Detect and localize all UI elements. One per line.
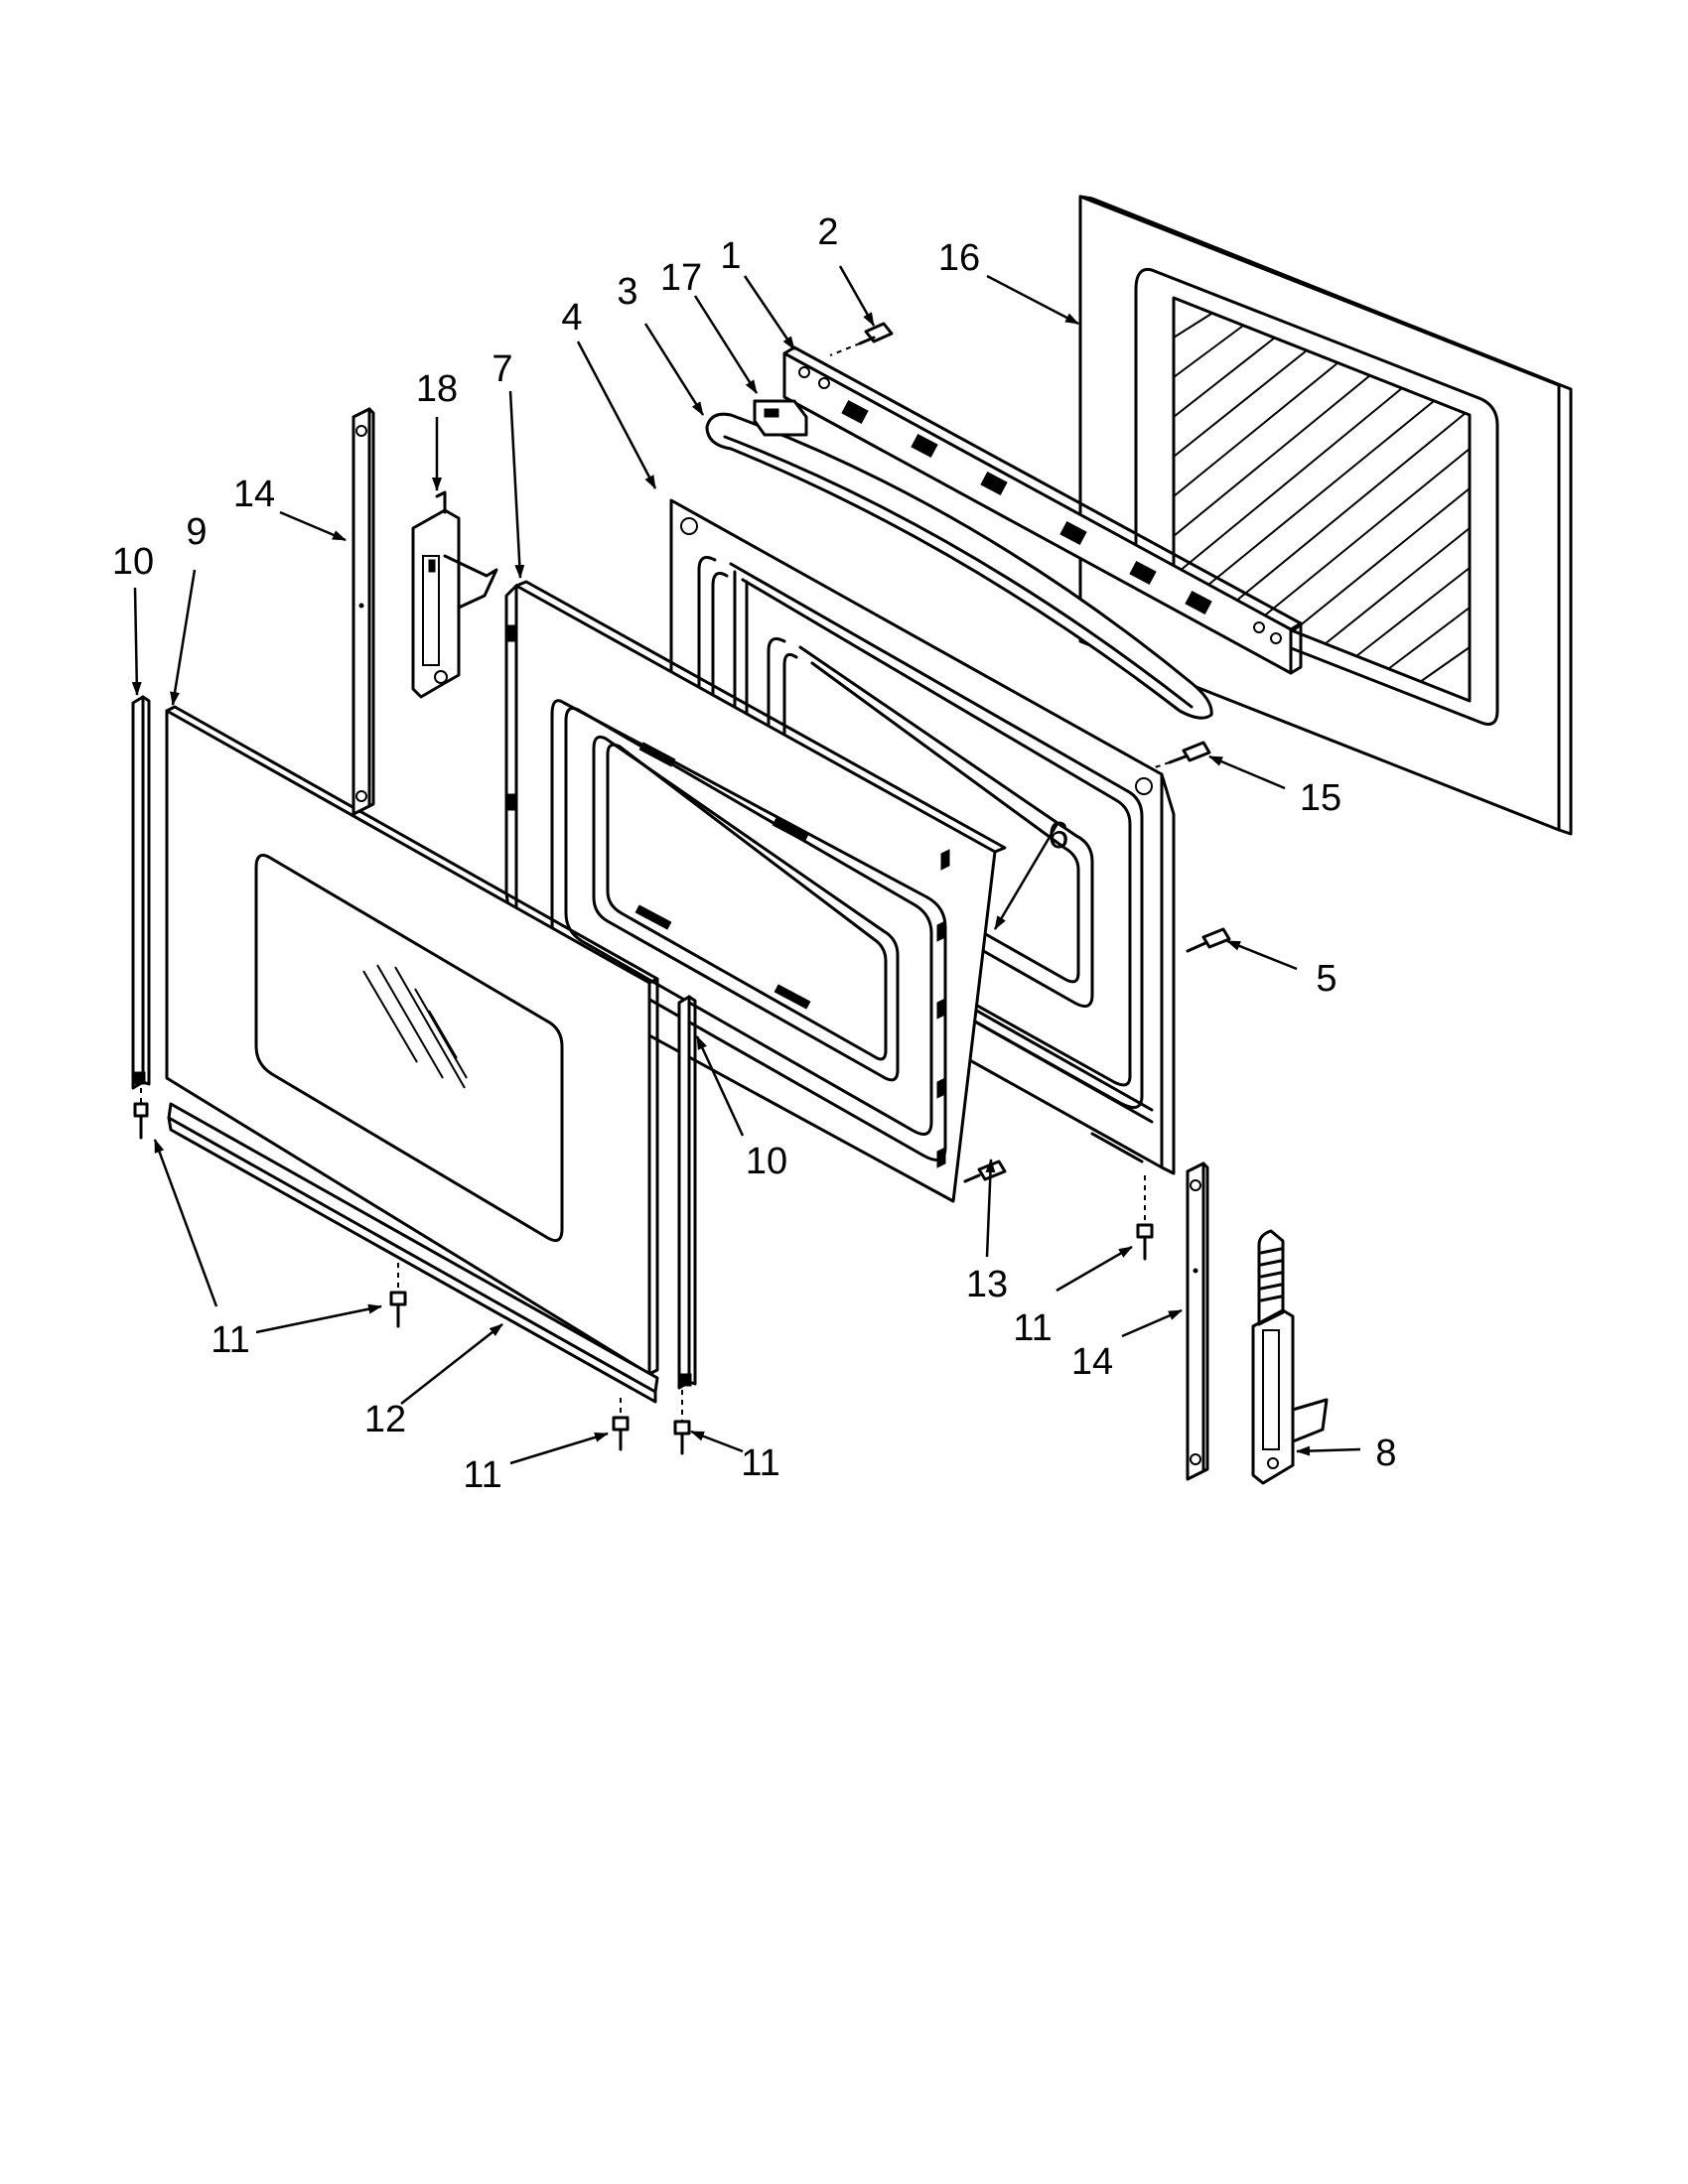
outer-window-hatch — [1173, 313, 1471, 683]
bottom-trim — [167, 1102, 659, 1404]
hinge-receptacle-right — [1186, 1161, 1209, 1481]
callout-10a: 10 — [112, 541, 154, 583]
screw-13 — [963, 1160, 1007, 1183]
screw-11-right — [1136, 1175, 1154, 1261]
callout-1: 1 — [720, 235, 741, 277]
callout-2: 2 — [817, 211, 838, 253]
right-side-trim — [677, 995, 697, 1390]
callout-11a: 11 — [211, 1319, 249, 1361]
hinge-receptacle-left — [352, 407, 375, 816]
callouts: 1 2 3 4 5 6 7 8 9 10 10 11 11 11 11 11 1… — [112, 211, 1397, 1496]
left-side-trim — [131, 695, 151, 1090]
callout-16: 16 — [938, 237, 980, 279]
door-handle — [705, 399, 1213, 720]
hinge-right — [1251, 1229, 1329, 1485]
callout-12: 12 — [364, 1399, 406, 1440]
callout-3: 3 — [617, 271, 637, 313]
callout-18: 18 — [416, 368, 458, 410]
callout-8: 8 — [1375, 1433, 1396, 1474]
handle-clip — [753, 399, 808, 437]
callout-11d: 11 — [1013, 1307, 1052, 1349]
screw-11-bottom-left — [612, 1398, 630, 1451]
leader-lines — [131, 265, 1361, 1465]
hinge-left — [411, 490, 498, 699]
callout-13: 13 — [966, 1264, 1008, 1305]
callout-17: 17 — [660, 257, 702, 299]
callout-14a: 14 — [233, 474, 275, 515]
callout-4: 4 — [561, 297, 582, 339]
screw-11-bottom-center — [389, 1263, 407, 1328]
callout-9: 9 — [186, 511, 207, 553]
outer-door-panel — [1078, 195, 1573, 836]
inner-door-panel — [504, 580, 1007, 1203]
callout-11c: 11 — [741, 1442, 779, 1484]
callout-5: 5 — [1316, 958, 1336, 1000]
vent-slots — [841, 399, 1212, 615]
callout-7: 7 — [492, 348, 512, 390]
screw-11-bottom-right — [673, 1390, 691, 1455]
screw-2 — [829, 322, 894, 356]
screw-11-left — [133, 1088, 149, 1140]
callout-6: 6 — [1048, 815, 1068, 857]
vent-bracket — [782, 345, 1303, 675]
screw-5 — [1186, 927, 1231, 953]
callout-14b: 14 — [1071, 1341, 1113, 1383]
callout-11b: 11 — [463, 1454, 501, 1496]
callout-15: 15 — [1300, 777, 1341, 819]
screw-15 — [1151, 741, 1211, 769]
callout-10b: 10 — [746, 1141, 787, 1182]
